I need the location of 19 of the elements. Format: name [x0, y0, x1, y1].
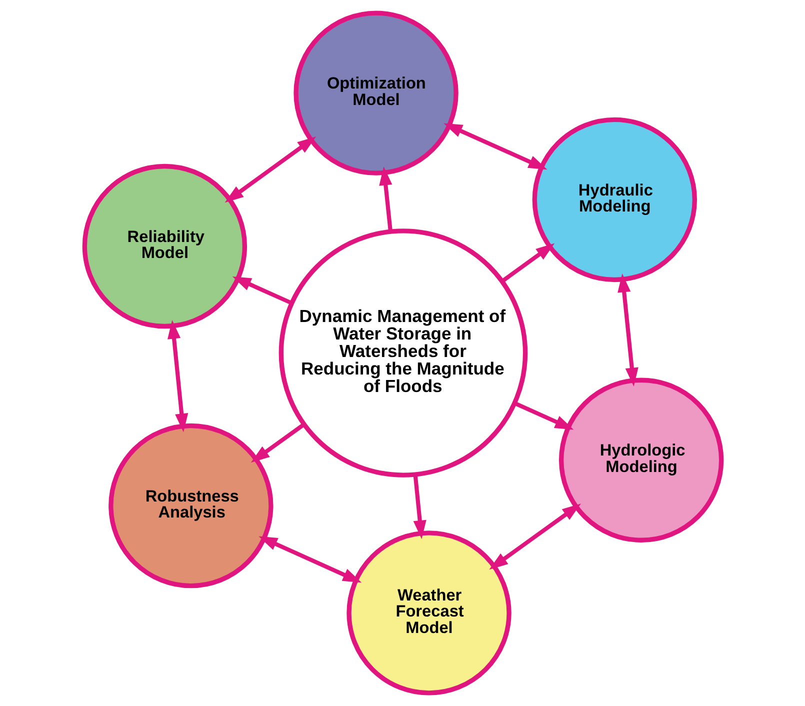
node-circle: Hydraulic Modeling: [532, 117, 696, 282]
arrow: [224, 136, 316, 203]
arrow: [378, 166, 392, 232]
arrow: [232, 276, 292, 305]
arrow: [258, 536, 362, 583]
node-circle: Optimization Model: [293, 10, 458, 176]
arrow: [513, 401, 574, 430]
arrow: [250, 422, 305, 463]
arrow: [488, 504, 580, 570]
arrow: [167, 320, 188, 432]
node-circle: Hydrologic Modeling: [558, 378, 724, 542]
node-circle: Robustness Analysis: [108, 423, 273, 588]
arrow: [412, 474, 426, 540]
node-circle: Weather Forecast Model: [346, 530, 511, 696]
node-circle: Reliability Model: [82, 164, 247, 329]
arrow: [443, 123, 547, 170]
arrow: [500, 243, 554, 283]
arrow: [617, 273, 638, 387]
node-circle: Dynamic Management of Water Storage in Watersheds for Reducing the Magnitude of Floods: [278, 228, 528, 478]
